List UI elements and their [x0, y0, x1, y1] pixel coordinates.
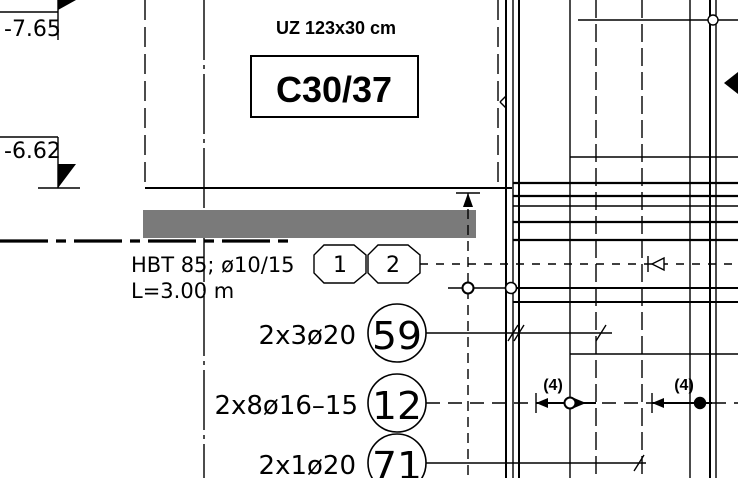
bar-mark: 71	[372, 444, 422, 478]
element-tag-2: 2	[367, 244, 421, 284]
element-note-line2: L=3.00 m	[131, 279, 234, 303]
concrete-class-box	[250, 55, 419, 118]
element-note-line1: HBT 85; ø10/15	[131, 253, 295, 277]
bar-spec: 2x8ø16–15	[214, 391, 358, 421]
beam-reinforcement	[499, 0, 738, 478]
bar-section-icon	[563, 396, 577, 410]
level-triangle-icon	[58, 164, 76, 188]
concrete-class-label: C30/37	[276, 69, 392, 110]
bar-section-icon	[707, 14, 719, 26]
bar-mark: 59	[372, 314, 422, 358]
arrow-left-icon	[652, 398, 664, 408]
level-marker-upper: -7.65	[0, 0, 76, 42]
level-marker-lower: -6.62	[0, 136, 80, 189]
anchor-symbol-icon	[647, 256, 665, 272]
arrow-up-icon	[463, 193, 473, 207]
tag-octagon-icon	[313, 244, 367, 284]
bar-mark: 12	[372, 384, 422, 428]
level-label-lower: -6.62	[4, 139, 61, 164]
bar-callout-59: 2x3ø20 59	[259, 303, 612, 363]
bar-section-icon	[504, 281, 518, 295]
level-label-upper: -7.65	[4, 17, 61, 42]
spacing-marker-1: (4)	[535, 377, 596, 413]
element-tag-label: 1	[333, 253, 347, 278]
bar-spec: 2x3ø20	[259, 321, 356, 351]
bar-spec: 2x1ø20	[259, 451, 356, 478]
spacing-marker-2: (4)	[651, 377, 712, 413]
centerline-group	[144, 0, 499, 478]
arrow-right-icon	[574, 398, 586, 408]
bar-callout-71: 2x1ø20 71	[259, 433, 646, 483]
tag-octagon-icon	[367, 244, 421, 284]
element-tag-1: 1	[313, 244, 367, 284]
arrow-left-icon	[724, 72, 738, 94]
bar-section-icon	[461, 281, 475, 295]
dimension-arrow	[456, 192, 480, 478]
level-triangle-icon	[58, 0, 76, 10]
spacing-label: (4)	[543, 377, 563, 394]
section-title: UZ 123x30 cm	[276, 18, 396, 38]
element-tag-label: 2	[386, 253, 400, 278]
arrow-left-icon	[536, 398, 548, 408]
bar-section-icon	[693, 396, 707, 410]
slab-section-fill	[143, 210, 476, 238]
spacing-label: (4)	[674, 377, 694, 394]
